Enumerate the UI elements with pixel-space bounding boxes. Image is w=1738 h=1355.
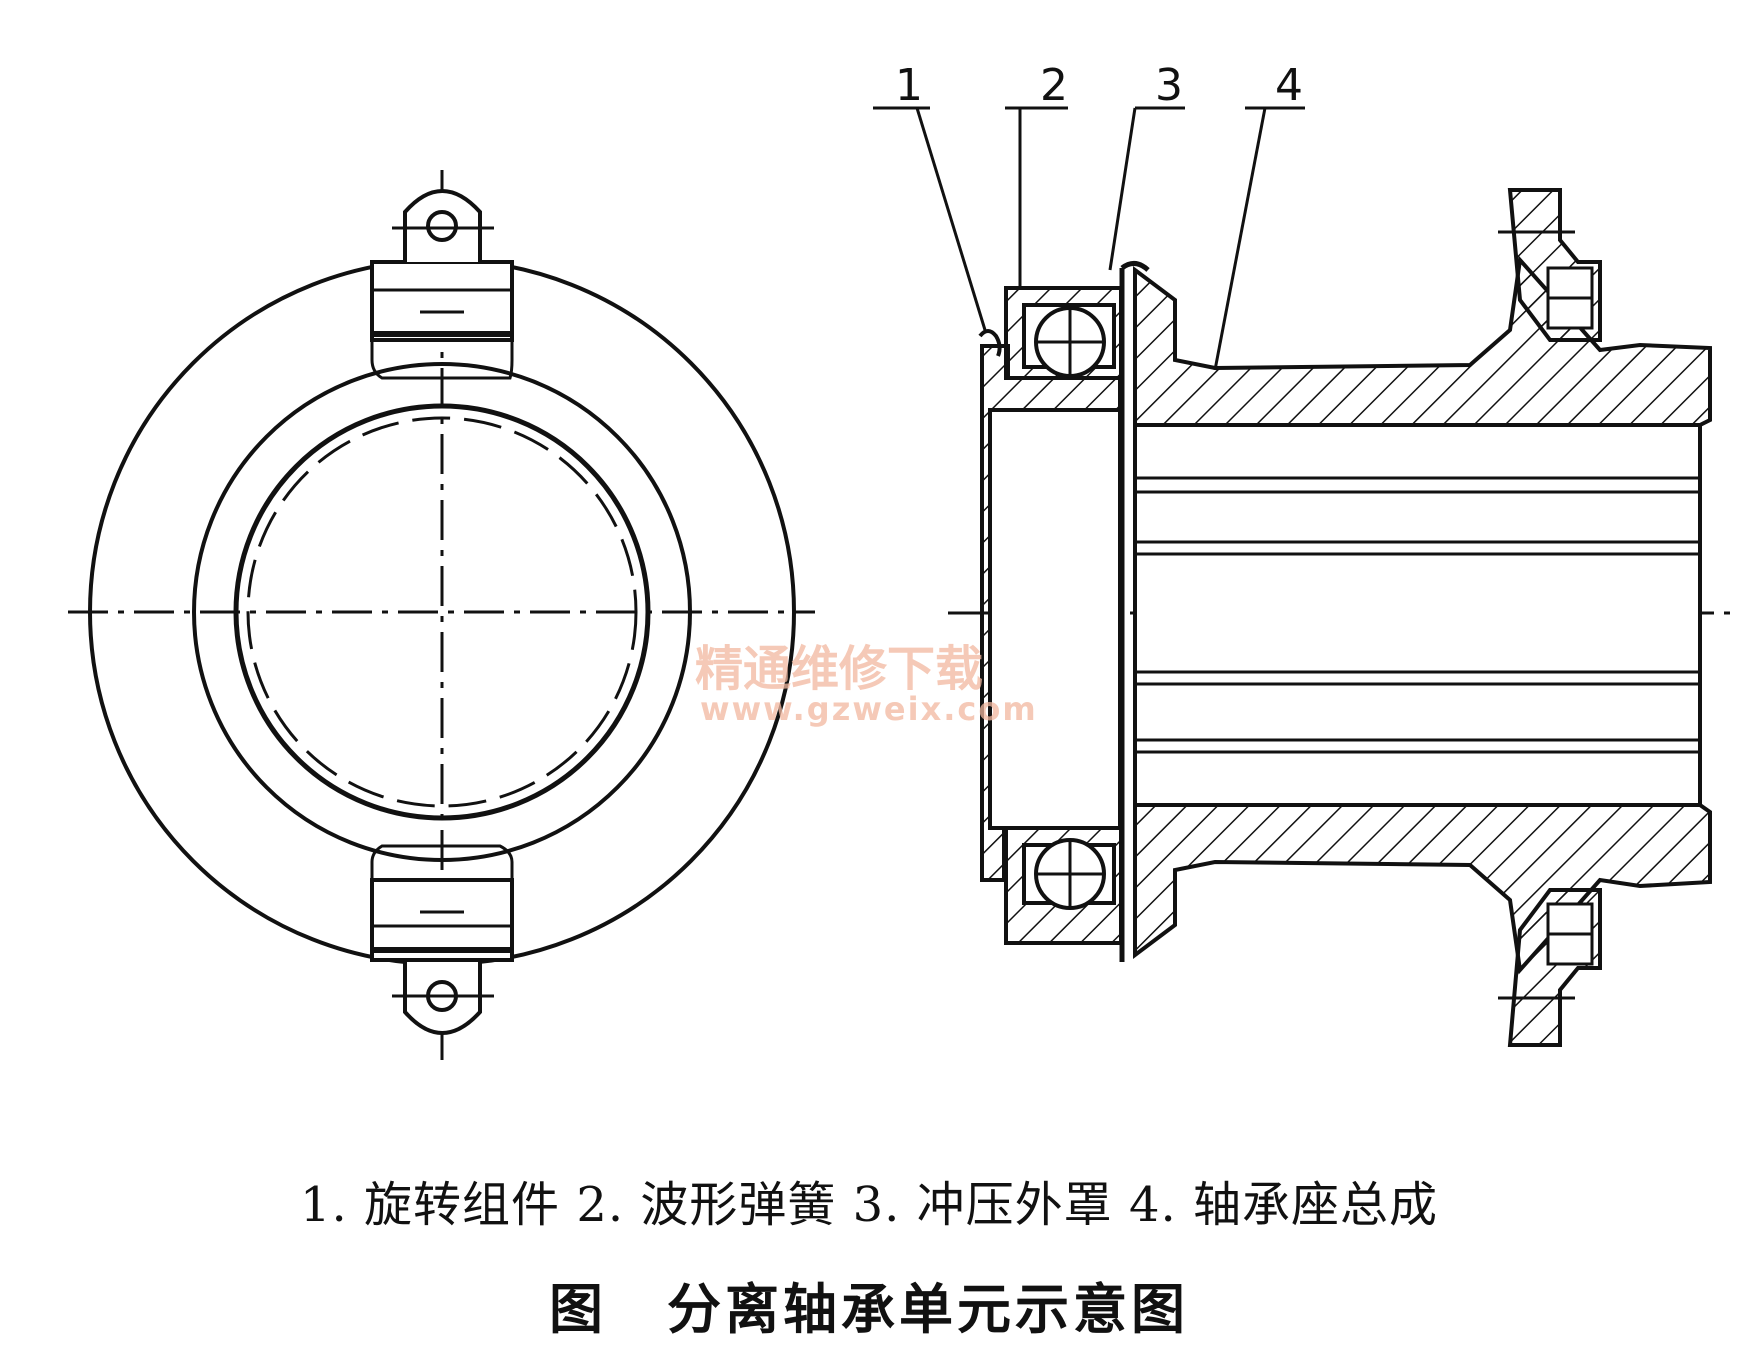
housing-upper [1133,255,1712,427]
parts-legend: 1. 旋转组件 2. 波形弹簧 3. 冲压外罩 4. 轴承座总成 [300,1177,1438,1233]
callout-4: 4 [1275,60,1303,111]
housing-lower [1133,803,1712,975]
bottom-lug [370,878,514,962]
section-view [873,106,1736,1047]
leader-lines [873,106,1305,371]
inner-housing-ring [192,362,692,862]
spline-bore-inner [246,416,638,808]
sleeve-bore [988,408,1122,830]
bore-outline [1133,423,1702,807]
bearing-drawing: 1 2 3 4 精通维修下载 www.gzweix.com [68,60,1736,1060]
wave-spring [978,329,1002,357]
front-view [68,170,815,1060]
figure-title: 分离轴承单元示意图 [667,1278,1189,1341]
watermark-url: www.gzweix.com [700,690,1038,728]
watermark-cn: 精通维修下载 [695,641,983,697]
callout-3: 3 [1155,60,1183,111]
stamped-cover [1119,261,1150,962]
figure-label: 图 [549,1278,607,1341]
figure-caption: 图分离轴承单元示意图 [0,1265,1738,1344]
callout-2: 2 [1040,60,1068,111]
top-lug [370,260,514,342]
callout-1: 1 [895,60,923,111]
spline-bore-outer [233,403,651,821]
top-ear-hole [426,210,458,242]
